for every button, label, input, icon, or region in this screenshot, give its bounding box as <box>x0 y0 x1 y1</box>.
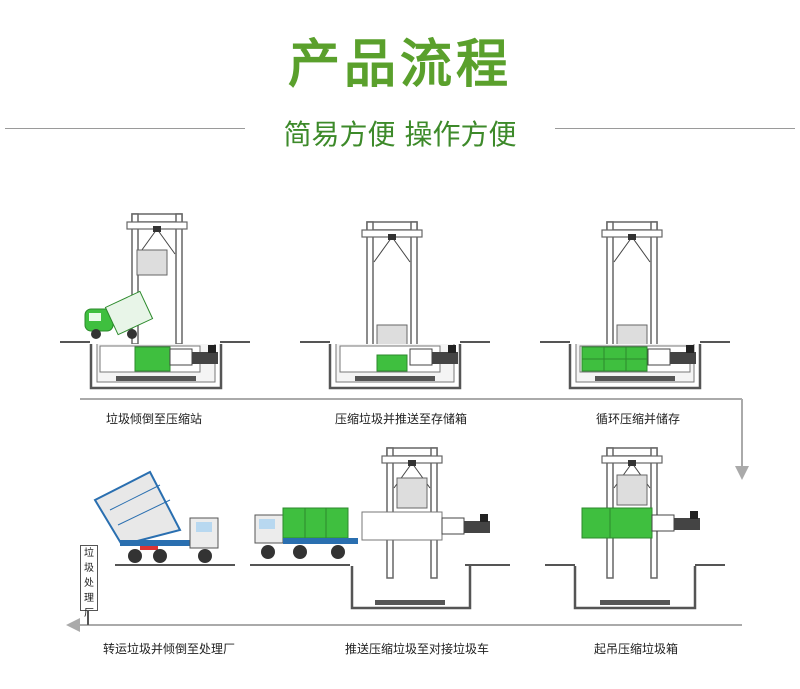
flow-arrow-right-down <box>80 398 749 480</box>
page-subtitle: 简易方便 操作方便 <box>0 113 800 153</box>
small-truck-icon <box>84 290 154 339</box>
step-1-dump-to-station <box>60 213 250 390</box>
garbage-truck-icon <box>254 507 358 559</box>
flow-arrow-left <box>66 618 742 632</box>
step-6-caption: 转运垃圾并倾倒至处理厂 <box>103 642 236 656</box>
step-2-compress-push <box>300 221 490 390</box>
processing-plant-sign: 垃圾处理厂 <box>80 545 98 619</box>
step-4-lift-container <box>545 447 725 610</box>
step-3-cyclic-compress-store <box>540 221 730 390</box>
step-3-caption: 循环压缩并储存 <box>596 412 681 426</box>
step-4-caption: 起吊压缩垃圾箱 <box>594 642 679 656</box>
step-2-caption: 压缩垃圾并推送至存储箱 <box>335 412 468 426</box>
step-5-caption: 推送压缩垃圾至对接垃圾车 <box>345 642 490 656</box>
subtitle-divider-left <box>5 128 245 129</box>
subtitle-divider-right <box>555 128 795 129</box>
dump-truck-icon <box>93 470 219 563</box>
page-title: 产品流程 <box>287 35 512 95</box>
step-1-caption: 垃圾倾倒至压缩站 <box>106 412 203 426</box>
step-5-push-to-truck <box>250 447 510 610</box>
step-6-transport-dump <box>87 470 235 625</box>
